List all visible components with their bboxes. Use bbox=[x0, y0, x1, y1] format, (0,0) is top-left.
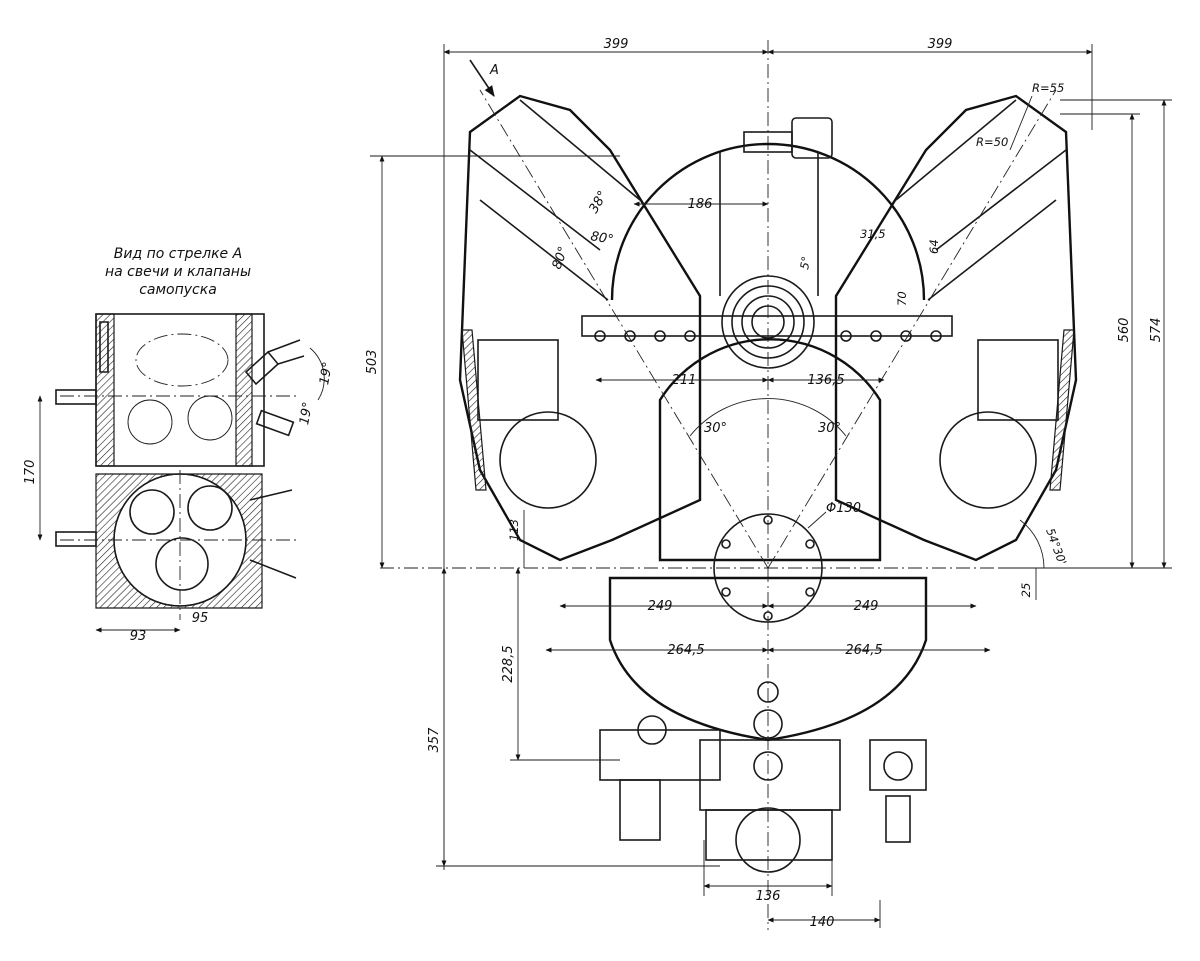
filler-cap bbox=[791, 117, 833, 159]
view-arrow-a bbox=[469, 59, 495, 97]
angle-19-lower: 19° bbox=[297, 401, 316, 426]
radius-55-leader bbox=[1009, 95, 1033, 151]
water-pump-body bbox=[699, 739, 841, 811]
dim-264-5-right-label: 264,5 bbox=[845, 643, 882, 658]
pump-port-1 bbox=[753, 709, 783, 739]
drive-housing bbox=[735, 807, 801, 873]
angle-30-right-label: 30° bbox=[818, 421, 841, 436]
left-ignition-lead bbox=[461, 329, 487, 491]
dim-93-label: 93 bbox=[130, 629, 147, 644]
dim-25-label: 25 bbox=[1019, 583, 1033, 598]
right-cylinder-bank bbox=[834, 94, 1078, 562]
dim-136-bottom-label: 136 bbox=[756, 889, 781, 904]
radius-50-label: R=50 bbox=[976, 135, 1008, 149]
valve-port-1 bbox=[129, 489, 175, 535]
dim-249-left-label: 249 bbox=[648, 599, 673, 614]
dim-357-label: 357 bbox=[427, 727, 442, 753]
housing-ribs bbox=[719, 152, 819, 296]
left-bank-axis bbox=[479, 89, 769, 569]
front-view: А 399 399 R=55 R=50 186 38° 80° 80° 31,5… bbox=[365, 37, 1172, 930]
valve-port-3 bbox=[155, 537, 209, 591]
dim-64-label: 64 bbox=[927, 239, 941, 254]
angle-38-label: 38° bbox=[586, 189, 611, 216]
dim-211-label: 211 bbox=[672, 373, 697, 388]
dim-399-right: 399 bbox=[928, 37, 953, 52]
view-caption-line-3: самопуска bbox=[139, 282, 217, 298]
drive-frame bbox=[705, 809, 833, 861]
flange-bolts bbox=[594, 330, 942, 342]
valve-port-2 bbox=[187, 485, 233, 531]
oil-pump-port bbox=[637, 715, 667, 745]
right-bank-axis bbox=[767, 89, 1057, 569]
gear-housing-top bbox=[610, 142, 926, 301]
crank-flange-bolts bbox=[721, 515, 815, 621]
side-view-a: Вид по стрелке А на свечи и клапаны само… bbox=[23, 246, 336, 644]
plug-stub-left-upper bbox=[55, 389, 97, 405]
fuel-pump-stem bbox=[885, 795, 911, 843]
crankshaft-flange bbox=[713, 513, 823, 623]
arrow-a-label: А bbox=[489, 63, 499, 78]
hub-outer bbox=[721, 275, 815, 369]
angle-5-label: 5° bbox=[797, 255, 813, 270]
hub-ring-1 bbox=[731, 285, 805, 359]
angle-54-30-label: 54°30' bbox=[1043, 526, 1069, 567]
left-cylinder-bank bbox=[458, 94, 702, 562]
dim-140-label: 140 bbox=[810, 915, 835, 930]
right-cylinder-bore bbox=[939, 411, 1037, 509]
angle-arc-upper bbox=[309, 347, 325, 401]
dim-264-5-left-label: 264,5 bbox=[667, 643, 704, 658]
dim-249-right-label: 249 bbox=[854, 599, 879, 614]
angle-80-a-label: 80° bbox=[589, 229, 614, 248]
pump-port-2 bbox=[753, 751, 783, 781]
spark-plug-upper-right bbox=[244, 339, 305, 437]
angle-54-30-arc bbox=[1019, 519, 1045, 569]
dia-130-leader bbox=[807, 511, 827, 529]
valve-seat-right bbox=[187, 395, 233, 441]
dim-113-label: 113 bbox=[507, 519, 521, 541]
hub-ring-2 bbox=[741, 295, 795, 349]
dim-95-label: 95 bbox=[192, 611, 209, 626]
hub-center bbox=[751, 305, 785, 339]
cylinder-head-section bbox=[95, 473, 263, 609]
angle-30-left-label: 30° bbox=[704, 421, 727, 436]
plug-leads bbox=[249, 489, 297, 579]
plug-stub-left-lower bbox=[55, 531, 97, 547]
angle-19-upper: 19° bbox=[317, 361, 336, 386]
slot-left bbox=[99, 321, 109, 373]
left-magneto bbox=[477, 339, 559, 421]
dim-31-5-label: 31,5 bbox=[860, 227, 886, 241]
crankcase-flange bbox=[581, 315, 953, 337]
valve-outline-top bbox=[135, 333, 229, 387]
valve-seat-left bbox=[127, 399, 173, 445]
dim-560-label: 560 bbox=[1117, 318, 1132, 343]
right-valve-cover-lines bbox=[895, 99, 1067, 301]
dim-136-5-label: 136,5 bbox=[807, 373, 844, 388]
oil-pump-body bbox=[599, 729, 721, 781]
left-cylinder-bore bbox=[499, 411, 597, 509]
dim-70-label: 70 bbox=[895, 291, 909, 306]
right-ignition-lead bbox=[1049, 329, 1075, 491]
dim-574-label: 574 bbox=[1149, 318, 1164, 343]
view-caption-line-2: на свечи и клапаны bbox=[105, 264, 251, 280]
angle-30-arc bbox=[689, 398, 847, 437]
left-valve-cover-lines bbox=[469, 99, 641, 301]
dim-503-label: 503 bbox=[365, 350, 380, 375]
block-wall-right bbox=[235, 313, 253, 467]
pump-port-3 bbox=[757, 681, 779, 703]
oil-filter bbox=[619, 779, 661, 841]
dim-228-5-label: 228,5 bbox=[501, 645, 516, 682]
lower-crankcase bbox=[658, 338, 882, 562]
dia-130-label: Φ130 bbox=[826, 501, 861, 516]
dim-186-label: 186 bbox=[688, 197, 713, 212]
view-caption-line-1: Вид по стрелке А bbox=[114, 246, 242, 262]
fuel-pump-body bbox=[869, 739, 927, 791]
fuel-pump-port bbox=[883, 751, 913, 781]
dim-170-label: 170 bbox=[23, 460, 38, 485]
dim-399-left: 399 bbox=[604, 37, 629, 52]
radius-55-label: R=55 bbox=[1032, 81, 1064, 95]
block-wall-left bbox=[95, 313, 115, 467]
right-magneto bbox=[977, 339, 1059, 421]
angle-80-b-label: 80° bbox=[550, 245, 572, 272]
